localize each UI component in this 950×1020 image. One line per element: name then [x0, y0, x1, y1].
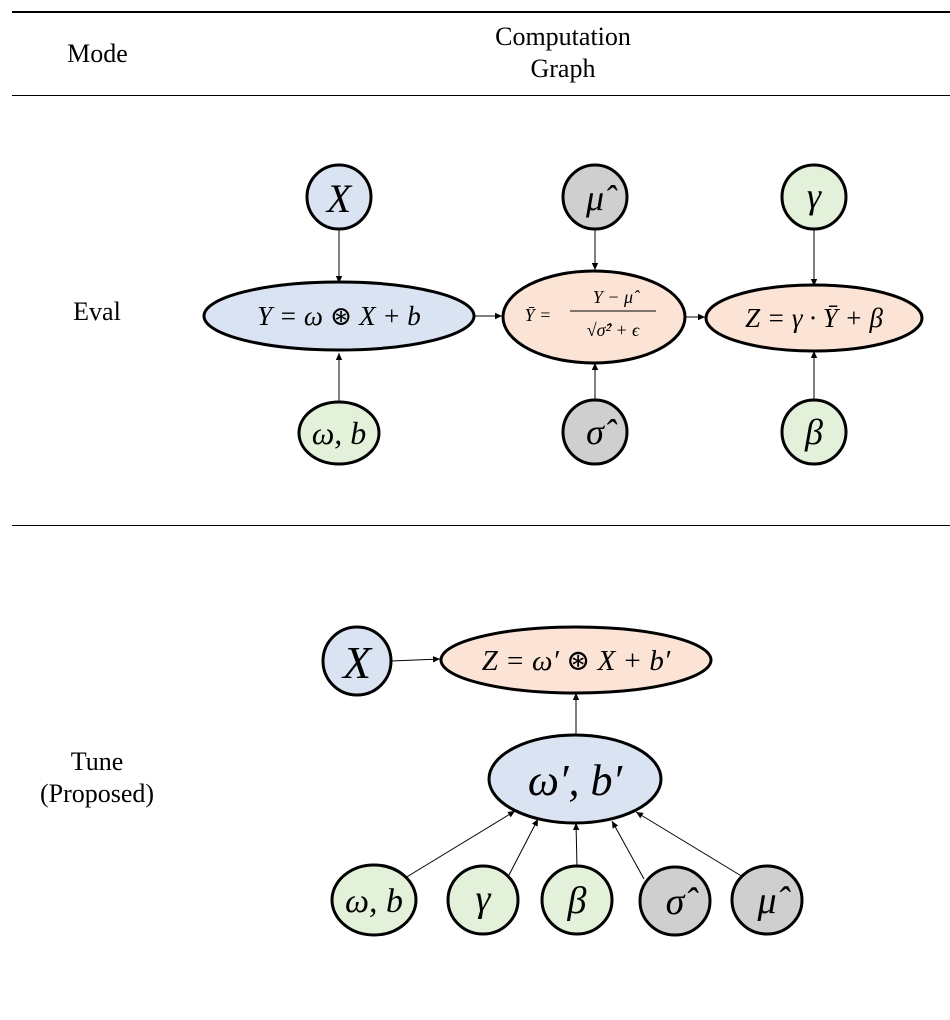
tune-merged-label: ω′, b′	[528, 756, 624, 805]
eval-edges	[335, 228, 818, 403]
eval-node-gamma: γ	[780, 163, 848, 231]
eval-weights-label: ω, b	[312, 415, 367, 451]
eval-affine-label: Z = γ · Ȳ + β	[745, 303, 883, 333]
eval-node-mu-hat: μ̂	[561, 163, 629, 231]
eval-norm-lhs: Ȳ =	[525, 305, 552, 325]
eval-gamma-label: γ	[807, 176, 822, 216]
graph-column-header: Computation Graph	[453, 21, 673, 85]
tune-node-weights: ω, b	[330, 863, 418, 937]
tune-label-line-2: (Proposed)	[39, 779, 155, 808]
graph-header-line-2: Graph	[530, 54, 596, 83]
tune-node-beta: β	[540, 864, 614, 936]
tune-gamma-label: γ	[476, 878, 492, 920]
tune-label-line-1: Tune	[70, 747, 124, 776]
eval-conv-label: Y = ω ⊛ X + b	[257, 301, 421, 331]
edge-gamma-to-merged	[508, 818, 539, 876]
graph-header-line-1: Computation	[495, 22, 631, 51]
mode-column-header: Mode	[67, 39, 128, 68]
eval-node-weights: ω, b	[297, 400, 381, 466]
edge-tune-x-to-output	[390, 656, 441, 663]
edge-beta-to-merged	[572, 822, 580, 868]
eval-beta-label: β	[804, 412, 823, 452]
row-separator-rule	[12, 525, 950, 526]
tune-node-output: Z = ω′ ⊛ X + b′	[439, 625, 713, 695]
eval-node-conv: Y = ω ⊛ X + b	[202, 280, 476, 352]
tune-beta-label: β	[567, 880, 587, 922]
tune-weights-label: ω, b	[345, 883, 403, 920]
edge-weights-to-merged	[404, 810, 516, 879]
eval-node-x: X	[305, 163, 373, 231]
eval-node-beta: β	[780, 398, 848, 466]
eval-x-label: X	[325, 176, 353, 221]
tune-x-label: X	[341, 637, 373, 688]
edge-sigma-to-merged	[611, 820, 645, 880]
eval-node-sigma-hat: σ̂	[561, 398, 629, 466]
header-rule	[12, 95, 950, 96]
top-rule	[12, 11, 950, 13]
eval-norm-numerator: Y − μ̂	[593, 287, 640, 307]
tune-node-mu-hat: μ̂	[730, 864, 804, 936]
tune-node-sigma-hat: σ̂	[638, 865, 712, 937]
tune-node-merged: ω′, b′	[487, 733, 663, 825]
eval-row-label: Eval	[73, 297, 121, 326]
edge-mu-to-merged	[635, 811, 749, 881]
tune-row-label: Tune (Proposed)	[12, 746, 182, 810]
tune-output-label: Z = ω′ ⊛ X + b′	[482, 645, 671, 677]
eval-node-affine: Z = γ · Ȳ + β	[704, 283, 924, 353]
tune-node-x: X	[321, 625, 393, 697]
tune-edges	[390, 656, 749, 881]
tune-node-gamma: γ	[446, 864, 520, 936]
eval-norm-denominator: √σ̂² + ϵ	[587, 320, 640, 340]
eval-node-norm: Ȳ = Y − μ̂ √σ̂² + ϵ	[501, 269, 687, 365]
